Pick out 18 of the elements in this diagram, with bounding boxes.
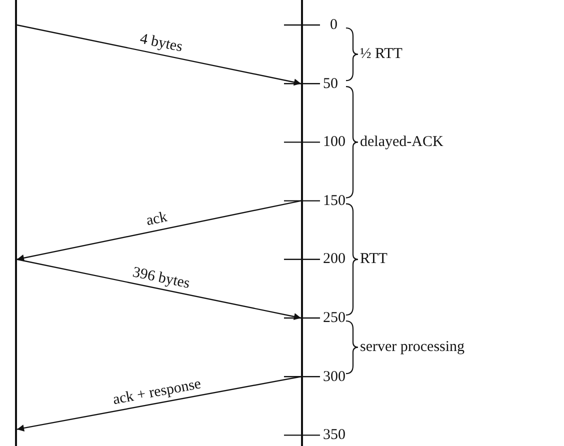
timeline-line xyxy=(301,0,303,446)
interval-label: RTT xyxy=(360,251,388,268)
tick-label: 200 xyxy=(323,251,346,268)
arrow xyxy=(16,200,302,262)
tick-label: 350 xyxy=(323,427,346,444)
tick-label: 0 xyxy=(330,17,338,33)
tick-label: 50 xyxy=(323,76,338,92)
tick-label: 150 xyxy=(323,192,346,209)
arrow xyxy=(16,24,302,86)
tick-label: 100 xyxy=(323,134,346,150)
arrow xyxy=(16,376,302,432)
tick-label: 250 xyxy=(323,310,346,326)
arrow xyxy=(16,258,302,320)
interval-label: delayed-ACK xyxy=(360,134,444,150)
interval-label: ½ RTT xyxy=(360,46,402,62)
tick-label: 300 xyxy=(323,368,346,385)
interval-label: server processing xyxy=(360,339,465,356)
timeline-line xyxy=(15,0,17,446)
